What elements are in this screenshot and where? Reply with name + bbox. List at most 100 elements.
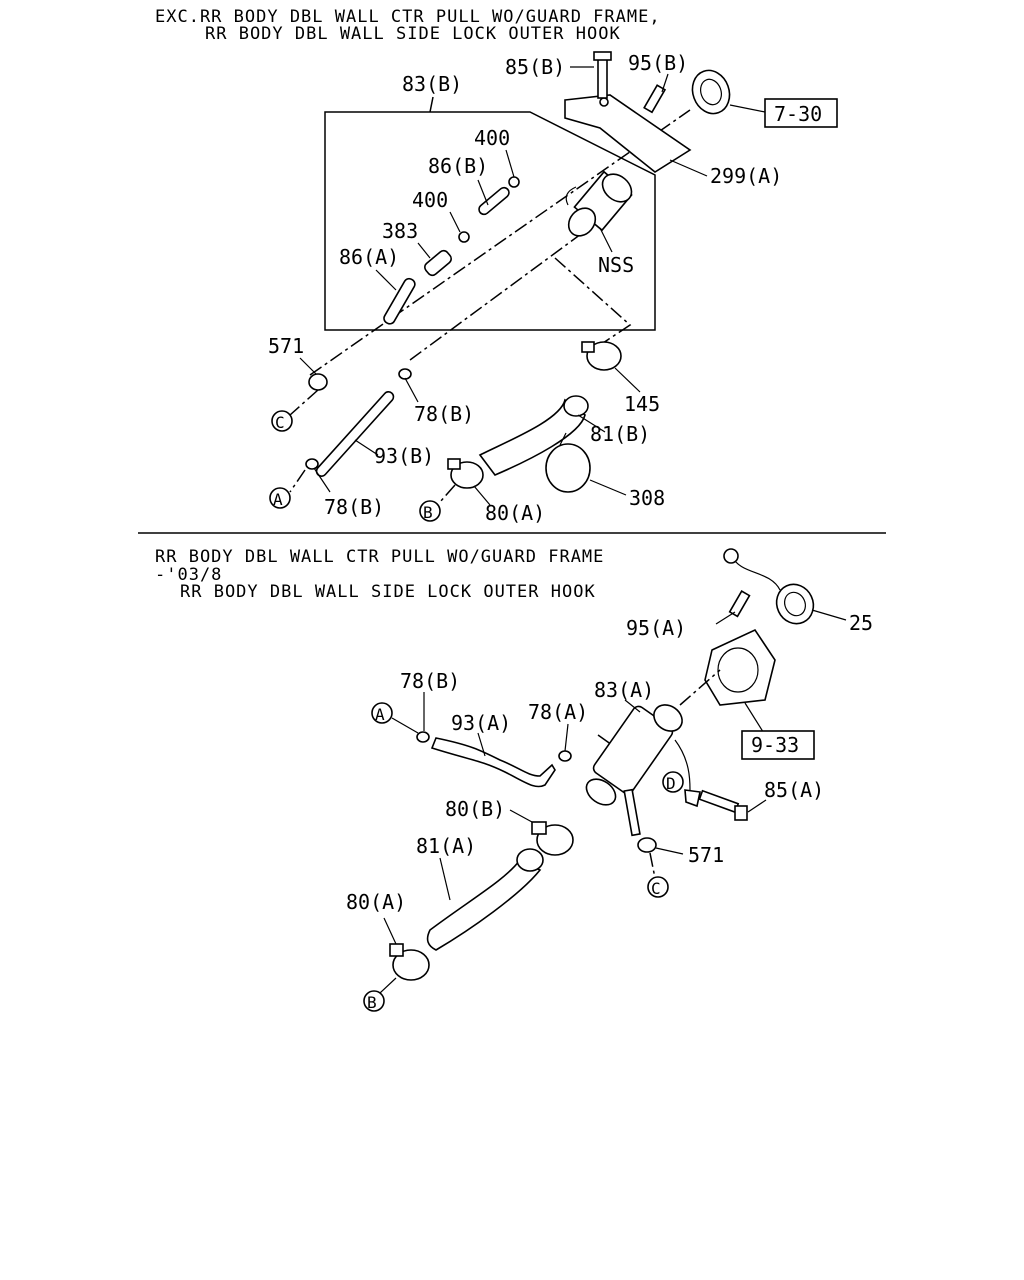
leader-80a-bottom [383, 917, 397, 945]
leader-83b [429, 96, 434, 113]
marker-b-bottom [363, 990, 385, 1012]
label-308: 308 [629, 486, 665, 510]
screw-95a [728, 590, 751, 618]
hose-81a [426, 858, 542, 951]
ref-box-933 [741, 730, 815, 760]
leader-93a [477, 732, 486, 757]
marker-c-bottom-label: C [651, 879, 661, 898]
center-line-top-3 [554, 257, 632, 346]
clip-78b-upper [398, 368, 412, 380]
bottom-header-line2: -'03/8 [155, 565, 222, 585]
label-80a-top: 80(A) [485, 501, 545, 525]
marker-d [662, 771, 684, 793]
leader-308 [589, 479, 627, 496]
leader-571-bottom [655, 847, 684, 855]
label-83b: 83(B) [402, 72, 462, 96]
bolt-85b-head [593, 51, 612, 61]
leader-933 [744, 702, 766, 736]
marker-c-bottom [647, 876, 669, 898]
label-86b: 86(B) [428, 154, 488, 178]
center-line-top-2 [409, 219, 601, 361]
hose-86a [383, 277, 416, 325]
leader-78b-lower [313, 467, 331, 493]
marker-a-top [269, 487, 291, 509]
line-to-a-bottom [391, 717, 419, 734]
clamp-80a-top-tab [447, 458, 461, 470]
leader-86a [375, 269, 397, 291]
label-83a: 83(A) [594, 678, 654, 702]
label-80b: 80(B) [445, 797, 505, 821]
leader-nss [599, 227, 613, 253]
bottom-header-line3: RR BODY DBL WALL SIDE LOCK OUTER HOOK [180, 582, 596, 602]
clamp-80a-bottom [392, 949, 430, 981]
hose-81b [478, 398, 586, 476]
leader-81b [577, 414, 606, 433]
label-95b: 95(B) [628, 51, 688, 75]
bolt-85a [698, 789, 740, 814]
leader-81a [439, 857, 451, 901]
screw-95b [643, 84, 667, 114]
clamp-145 [586, 341, 622, 371]
bracket-hole [599, 97, 609, 107]
leader-299a [669, 159, 708, 177]
leader-85a [747, 799, 767, 813]
leader-93b [354, 439, 379, 456]
line-to-a-top [289, 469, 306, 493]
label-93b: 93(B) [374, 444, 434, 468]
leader-571-top [299, 357, 317, 375]
label-400-lower: 400 [412, 188, 448, 212]
center-line-bottom-2 [597, 734, 613, 746]
label-78b-bottom: 78(B) [400, 669, 460, 693]
leader-730 [729, 104, 766, 113]
label-ref-730: 7-30 [774, 102, 822, 126]
tether-ring [723, 548, 739, 564]
label-571-bottom: 571 [688, 843, 724, 867]
assembly-83b-outline [324, 111, 656, 331]
filler-drain-tube [623, 788, 641, 837]
label-78b-lower: 78(B) [324, 495, 384, 519]
label-400-upper: 400 [474, 126, 510, 150]
grommet-571-top [308, 373, 328, 391]
clip-78a [558, 750, 572, 762]
leader-80a-top [473, 485, 491, 506]
hose-81a-end [516, 848, 544, 872]
leader-400-lower [449, 211, 461, 233]
leader-145 [614, 367, 641, 393]
band-308-tab [559, 432, 567, 446]
fuel-cap-25 [775, 583, 815, 625]
filler-neck-83a [585, 704, 691, 806]
filler-housing [704, 628, 776, 706]
leader-95a [715, 611, 736, 625]
cap-tether [731, 555, 781, 591]
marker-c-top [271, 410, 293, 432]
clip-400-upper [508, 176, 520, 188]
center-line-bottom [679, 669, 721, 706]
top-section: EXC.RR BODY DBL WALL CTR PULL WO/GUARD F… [155, 7, 838, 525]
leader-25 [811, 609, 847, 621]
clamp-80b-tab [531, 821, 547, 835]
hose-86b [478, 186, 510, 216]
tube-93a [430, 737, 556, 788]
marker-a-bottom [371, 702, 393, 724]
bolt-85b [597, 57, 608, 99]
label-85b: 85(B) [505, 55, 565, 79]
leader-86b [477, 179, 489, 206]
label-ref-933: 9-33 [751, 733, 799, 757]
clamp-145-tab [581, 341, 595, 353]
leader-78a [564, 723, 569, 752]
leader-80b [509, 809, 533, 823]
top-header-line1: EXC.RR BODY DBL WALL CTR PULL WO/GUARD F… [155, 7, 661, 27]
line-to-c-top [289, 389, 319, 416]
band-308 [545, 443, 591, 493]
label-80a-bottom: 80(A) [346, 890, 406, 914]
label-571-top: 571 [268, 334, 304, 358]
bolt-85a-head [734, 805, 748, 821]
bottom-header-line1: RR BODY DBL WALL CTR PULL WO/GUARD FRAME [155, 547, 604, 567]
clip-78b-bottom [416, 731, 430, 743]
label-299a: 299(A) [710, 164, 782, 188]
label-81a: 81(A) [416, 834, 476, 858]
label-25: 25 [849, 611, 873, 635]
label-86a: 86(A) [339, 245, 399, 269]
valve-383 [424, 249, 452, 277]
